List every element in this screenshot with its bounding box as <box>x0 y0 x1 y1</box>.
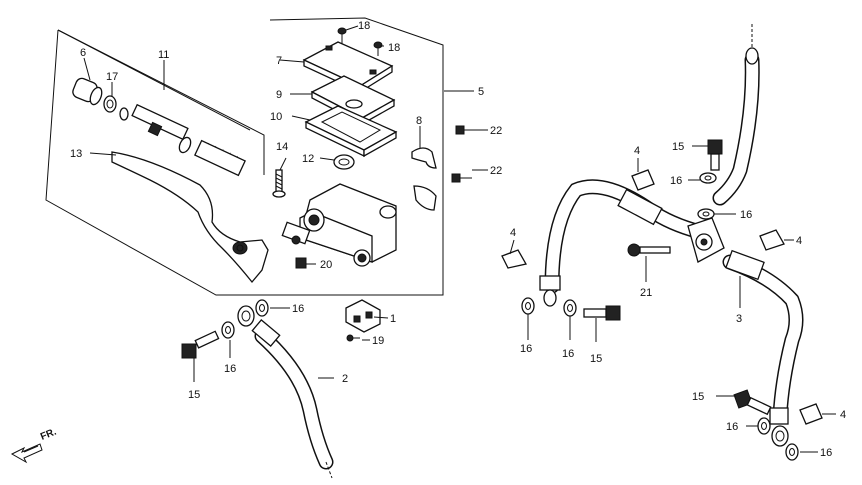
brake-light-switch <box>345 299 381 342</box>
piston-boot <box>72 77 103 106</box>
callout-4b: 4 <box>796 235 802 247</box>
callout-16d: 16 <box>740 209 752 221</box>
joint-bolt <box>627 243 671 257</box>
front-direction-arrow: FR. <box>10 426 58 464</box>
upper-brake-pipe <box>712 24 760 206</box>
callout-labels: 6 17 11 13 18 18 7 9 10 14 12 8 5 22 22 … <box>70 20 846 459</box>
callout-16g: 16 <box>726 421 738 433</box>
front-brake-hose-center <box>539 179 708 307</box>
callout-19: 19 <box>372 335 384 347</box>
callout-18a: 18 <box>358 20 370 32</box>
callout-15c: 15 <box>590 353 602 365</box>
callout-3: 3 <box>736 313 742 325</box>
front-brake-hose-left <box>237 305 334 479</box>
callout-14: 14 <box>276 141 288 153</box>
pivot-bolt <box>272 169 286 198</box>
callout-4c: 4 <box>510 227 516 239</box>
callout-2: 2 <box>342 373 348 385</box>
master-cylinder-body <box>281 183 397 267</box>
callout-20: 20 <box>320 259 332 271</box>
callout-17: 17 <box>106 71 118 83</box>
holder-bolts <box>451 125 476 183</box>
callout-4d: 4 <box>840 409 846 421</box>
callout-22b: 22 <box>490 165 502 177</box>
callout-18b: 18 <box>388 42 400 54</box>
callout-15a: 15 <box>188 389 200 401</box>
callout-8: 8 <box>416 115 422 127</box>
hose-clamps <box>501 169 823 425</box>
front-brake-hose-right <box>722 249 804 447</box>
callout-16f: 16 <box>562 348 574 360</box>
callout-7: 7 <box>276 55 282 67</box>
direction-label: FR. <box>39 426 58 442</box>
callout-13: 13 <box>70 148 82 160</box>
callout-4a: 4 <box>634 145 640 157</box>
callout-11: 11 <box>158 49 169 61</box>
banjo-bolt-left <box>181 330 220 359</box>
callout-12: 12 <box>302 153 314 165</box>
leader-lines <box>83 25 836 453</box>
callout-16b: 16 <box>224 363 236 375</box>
lever-group-frame <box>57 29 251 131</box>
callout-16e: 16 <box>520 343 532 355</box>
banjo-bolts-right <box>583 139 772 416</box>
washers-left <box>221 299 269 339</box>
callout-16c: 16 <box>670 175 682 187</box>
bleeder-screw <box>295 257 307 269</box>
cylinder-assembly-frame <box>45 17 444 296</box>
o-ring <box>333 154 355 170</box>
callout-5: 5 <box>478 86 484 98</box>
diaphragm <box>304 105 398 158</box>
callout-21: 21 <box>640 287 652 299</box>
callout-22a: 22 <box>490 125 502 137</box>
reservoir-screws <box>337 27 383 56</box>
callout-15d: 15 <box>692 391 704 403</box>
brake-lever <box>111 151 269 284</box>
holder <box>411 147 437 211</box>
callout-16a: 16 <box>292 303 304 315</box>
piston-set <box>119 103 246 177</box>
circlip <box>103 95 117 113</box>
callout-1: 1 <box>390 313 396 325</box>
callout-6: 6 <box>80 47 86 59</box>
callout-16h: 16 <box>820 447 832 459</box>
callout-10: 10 <box>270 111 282 123</box>
three-way-joint <box>687 217 725 263</box>
callout-9: 9 <box>276 89 282 101</box>
callout-15b: 15 <box>672 141 684 153</box>
